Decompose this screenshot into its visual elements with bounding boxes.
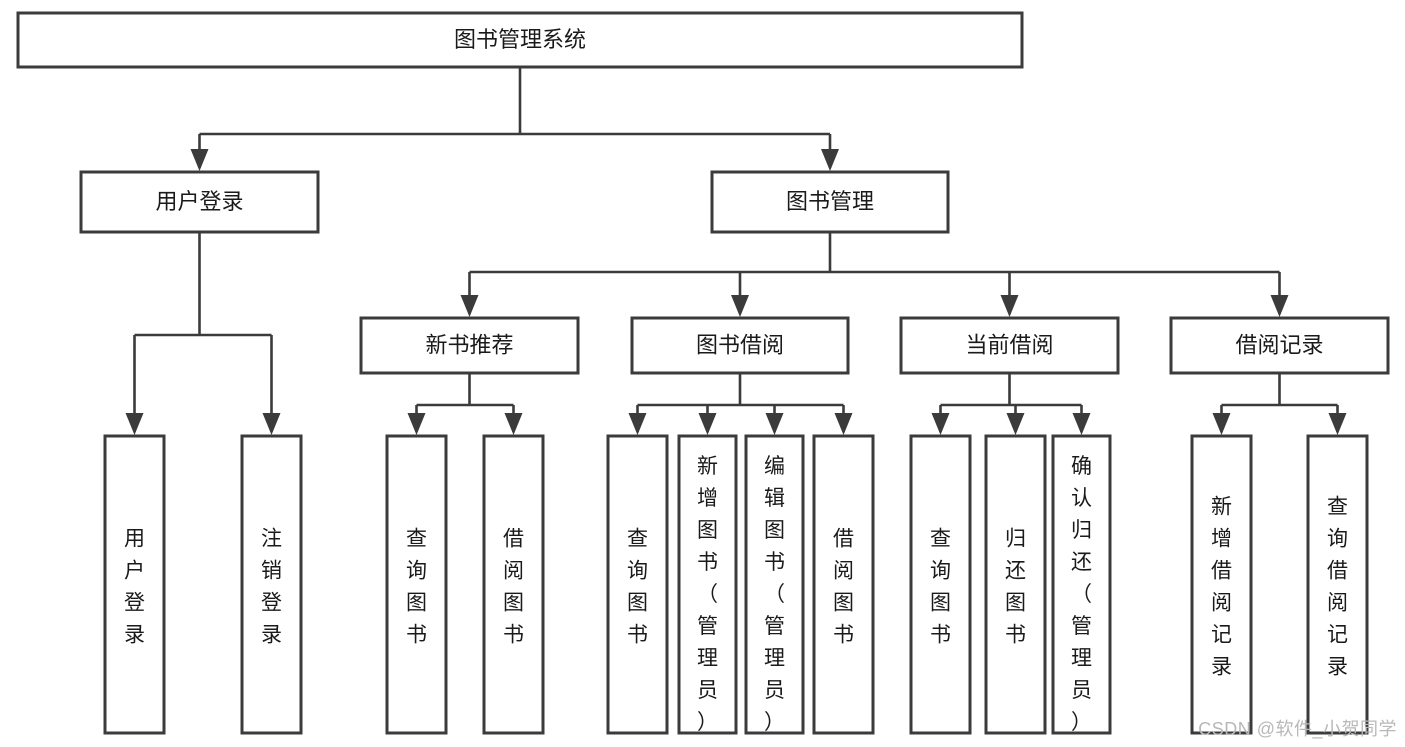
- node-box-new-book-rec: [359, 316, 580, 375]
- arrow-head-icon: [1328, 413, 1347, 435]
- node-label-leaf-logout: 注销登录: [261, 527, 282, 646]
- node-leaf-add-book[interactable]: 新增图书（管理员）: [677, 434, 738, 735]
- node-leaf-add-record[interactable]: 新增借阅记录: [1190, 434, 1253, 735]
- node-label-leaf-return-book: 归还图书: [1005, 527, 1026, 646]
- arrow-head-icon: [731, 295, 749, 317]
- node-leaf-borrow-book-2[interactable]: 借阅图书: [812, 434, 875, 735]
- arrow-head-icon: [1000, 295, 1019, 317]
- node-box-leaf-logout: [240, 434, 303, 735]
- arrow-head-icon: [125, 413, 144, 435]
- node-label-leaf-user-login: 用户登录: [124, 527, 145, 646]
- node-box-leaf-user-login: [103, 434, 166, 735]
- node-leaf-query-book-3[interactable]: 查询图书: [909, 434, 972, 735]
- node-label-leaf-borrow-book-1: 借阅图书: [503, 527, 524, 646]
- arrow-head-icon: [698, 413, 717, 435]
- node-root[interactable]: 图书管理系统: [16, 11, 1024, 69]
- node-leaf-user-login[interactable]: 用户登录: [103, 434, 166, 735]
- node-box-leaf-query-book-1: [385, 434, 448, 735]
- arrow-head-icon: [821, 149, 839, 171]
- node-label-leaf-query-book-2: 查询图书: [627, 527, 648, 646]
- node-book-borrow[interactable]: 图书借阅: [630, 316, 850, 375]
- arrow-head-icon: [931, 413, 950, 435]
- node-box-borrow-record: [1169, 316, 1390, 375]
- node-label-book-manage: 图书管理: [786, 189, 874, 214]
- node-box-current-borrow: [899, 316, 1120, 375]
- node-box-leaf-edit-book: [744, 434, 805, 735]
- node-box-leaf-query-record: [1306, 434, 1369, 735]
- node-label-leaf-edit-book: 编辑图书（管理员）: [764, 455, 785, 734]
- node-borrow-record[interactable]: 借阅记录: [1169, 316, 1390, 375]
- node-box-book-borrow: [630, 316, 850, 375]
- watermark-text: CSDN @软件_小贺同学: [1198, 719, 1397, 739]
- node-label-leaf-confirm-return: 确认归还（管理员）: [1071, 455, 1092, 734]
- node-label-leaf-query-record: 查询借阅记录: [1327, 495, 1348, 678]
- node-label-root: 图书管理系统: [454, 27, 586, 52]
- node-label-leaf-add-record: 新增借阅记录: [1211, 495, 1232, 678]
- node-label-borrow-record: 借阅记录: [1235, 332, 1323, 357]
- node-current-borrow[interactable]: 当前借阅: [899, 316, 1120, 375]
- arrow-head-icon: [1270, 295, 1289, 317]
- arrow-head-icon: [504, 413, 523, 435]
- arrow-head-icon: [1212, 413, 1231, 435]
- node-box-leaf-add-record: [1190, 434, 1253, 735]
- node-leaf-query-book-2[interactable]: 查询图书: [606, 434, 669, 735]
- node-leaf-query-book-1[interactable]: 查询图书: [385, 434, 448, 735]
- node-leaf-return-book[interactable]: 归还图书: [984, 434, 1047, 735]
- node-box-leaf-return-book: [984, 434, 1047, 735]
- node-box-leaf-borrow-book-2: [812, 434, 875, 735]
- node-box-leaf-query-book-2: [606, 434, 669, 735]
- node-label-new-book-rec: 新书推荐: [425, 332, 513, 357]
- node-leaf-query-record[interactable]: 查询借阅记录: [1306, 434, 1369, 735]
- arrow-head-icon: [460, 295, 479, 317]
- node-leaf-logout[interactable]: 注销登录: [240, 434, 303, 735]
- node-label-user-login: 用户登录: [155, 189, 243, 214]
- arrow-head-icon: [628, 413, 647, 435]
- node-box-root: [16, 11, 1024, 69]
- arrow-head-icon: [1072, 413, 1091, 435]
- node-label-leaf-query-book-3: 查询图书: [930, 527, 951, 646]
- arrow-head-icon: [407, 413, 426, 435]
- node-box-user-login: [79, 170, 320, 234]
- node-leaf-confirm-return[interactable]: 确认归还（管理员）: [1051, 434, 1112, 735]
- node-box-leaf-query-book-3: [909, 434, 972, 735]
- node-label-leaf-add-book: 新增图书（管理员）: [697, 455, 718, 734]
- node-label-leaf-borrow-book-2: 借阅图书: [833, 527, 854, 646]
- node-new-book-rec[interactable]: 新书推荐: [359, 316, 580, 375]
- node-user-login[interactable]: 用户登录: [79, 170, 320, 234]
- arrow-head-icon: [765, 413, 784, 435]
- arrow-head-icon: [834, 413, 853, 435]
- node-box-leaf-borrow-book-1: [482, 434, 545, 735]
- node-layer: 图书管理系统用户登录图书管理新书推荐图书借阅当前借阅借阅记录用户登录注销登录查询…: [16, 11, 1390, 735]
- node-box-book-manage: [710, 170, 950, 234]
- node-leaf-edit-book[interactable]: 编辑图书（管理员）: [744, 434, 805, 735]
- node-book-manage[interactable]: 图书管理: [710, 170, 950, 234]
- node-label-current-borrow: 当前借阅: [965, 332, 1053, 357]
- node-box-leaf-confirm-return: [1051, 434, 1112, 735]
- node-label-leaf-query-book-1: 查询图书: [406, 527, 427, 646]
- arrow-head-icon: [262, 413, 281, 435]
- arrow-head-icon: [190, 149, 209, 171]
- arrow-head-icon: [1006, 413, 1025, 435]
- connector-layer: [125, 67, 1347, 435]
- node-box-leaf-add-book: [677, 434, 738, 735]
- node-label-book-borrow: 图书借阅: [696, 332, 784, 357]
- node-leaf-borrow-book-1[interactable]: 借阅图书: [482, 434, 545, 735]
